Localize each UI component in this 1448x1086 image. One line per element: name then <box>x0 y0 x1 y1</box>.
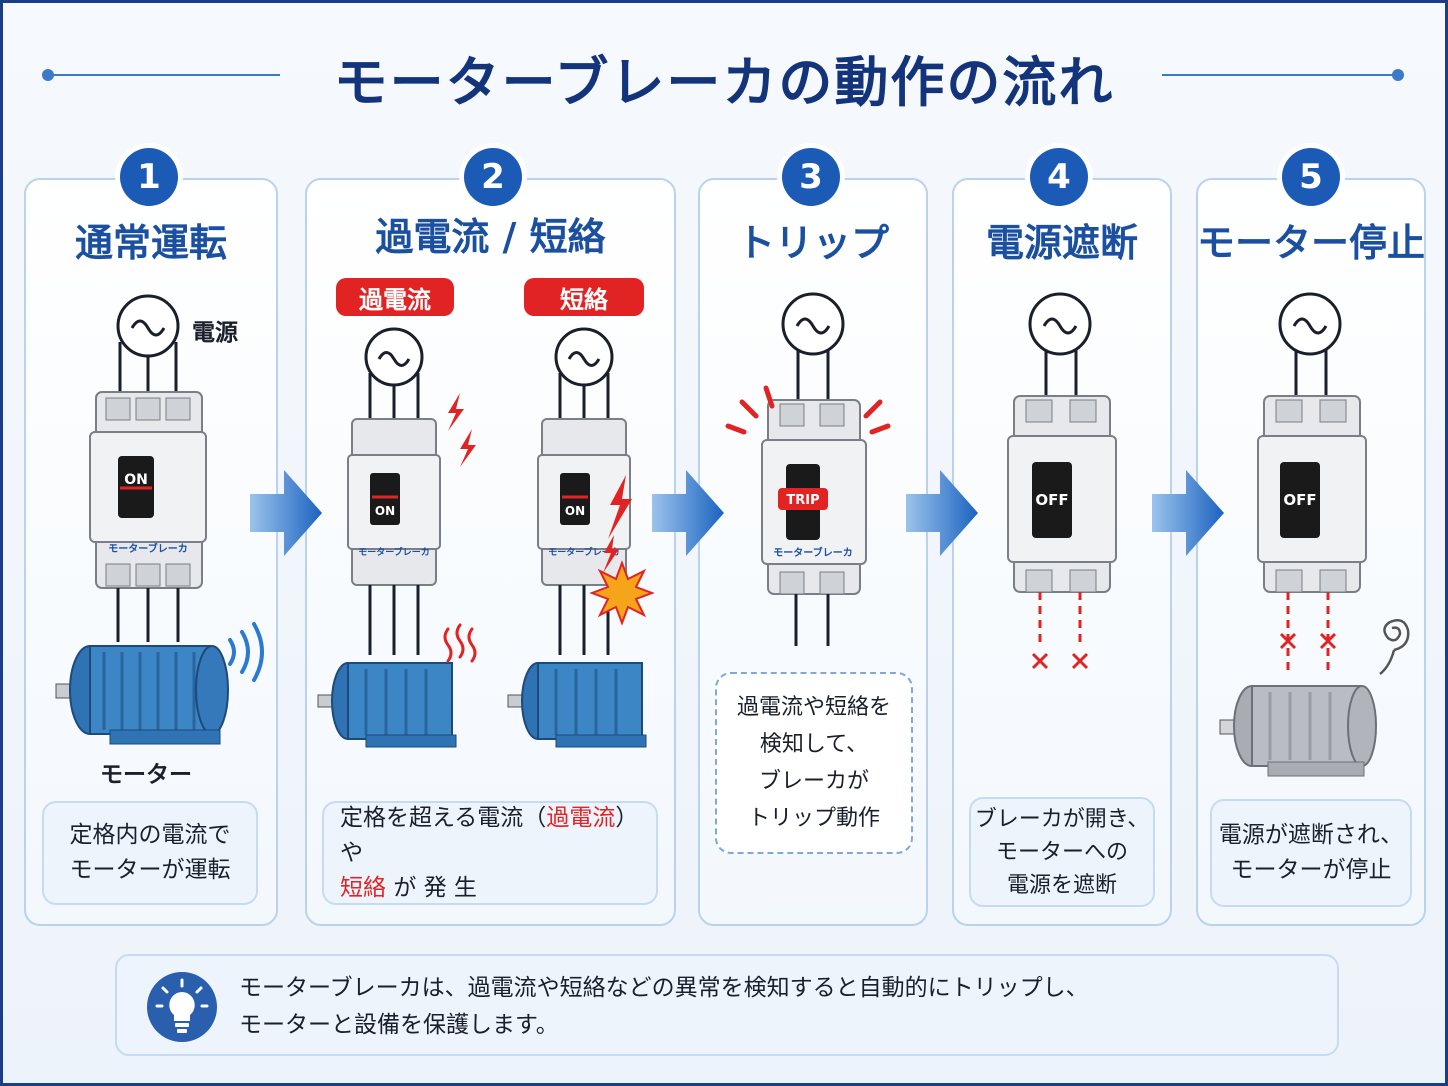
step-3-number: 3 <box>782 148 840 206</box>
svg-text:モーターブレーカ: モーターブレーカ <box>108 542 187 555</box>
motor <box>1219 685 1377 777</box>
step-1-title: 通常運転 <box>74 221 227 265</box>
lightning-icon <box>603 475 632 573</box>
step-4-illustration: OFF <box>1007 292 1117 670</box>
step-5-illustration: OFF <box>1219 292 1410 777</box>
callout-line: ブレーカが <box>758 769 869 794</box>
step-1-caption: 定格内の電流で モーターが運転 <box>42 801 258 905</box>
x-mark-icon <box>1031 652 1089 670</box>
caption-line: モーターが停止 <box>1230 857 1392 883</box>
breaker: ON モーターブレーカ <box>89 391 207 589</box>
flow-arrow-icon <box>906 470 978 556</box>
footer-note: モーターブレーカは、過電流や短絡などの異常を検知すると自動的にトリップし、 モー… <box>115 954 1339 1056</box>
alert-burst-icon <box>725 385 891 435</box>
svg-text:ON: ON <box>375 504 395 518</box>
step-4-title: 電源遮断 <box>985 221 1138 265</box>
svg-text:モーターブレーカ: モーターブレーカ <box>358 546 429 558</box>
lightbulb-icon <box>147 972 217 1042</box>
step-3-illustration: TRIP モーターブレーカ <box>725 292 891 646</box>
caption-line: ブレーカが開き、 <box>974 806 1150 832</box>
svg-text:モーターブレーカ: モーターブレーカ <box>548 546 619 558</box>
step-3-callout: 過電流や短絡を 検知して、 ブレーカが トリップ動作 <box>715 672 913 854</box>
svg-text:モーターブレーカ: モーターブレーカ <box>773 546 852 559</box>
step-3-title: トリップ <box>736 221 889 265</box>
step-1-number: 1 <box>120 148 178 206</box>
footer-text: モーターブレーカは、過電流や短絡などの異常を検知すると自動的にトリップし、 モー… <box>239 970 1089 1044</box>
callout-line: 検知して、 <box>759 732 869 757</box>
svg-text:ON: ON <box>565 504 585 518</box>
footer-line: モーターと設備を保護します。 <box>239 1012 559 1038</box>
step-4-caption: ブレーカが開き、 モーターへの 電源を遮断 <box>969 797 1155 907</box>
svg-text:ON: ON <box>124 472 148 488</box>
step-1-illustration: ON モーターブレーカ <box>55 294 264 745</box>
caption-line: 定格を超える電流（過電流）や <box>340 804 639 866</box>
title-decor-left <box>42 69 280 81</box>
flow-arrow-icon <box>250 470 322 556</box>
short-circuit-badge: 短絡 <box>524 278 644 316</box>
callout-line: トリップ動作 <box>747 806 880 831</box>
motor <box>507 662 647 748</box>
heat-wave-icon <box>443 623 477 663</box>
caption-line: 電源を遮断 <box>1006 872 1117 898</box>
power-label: 電源 <box>192 320 238 346</box>
step-4-number: 4 <box>1030 148 1088 206</box>
caption-line: 短絡 が 発 生 <box>340 874 477 901</box>
caption-line: モーターへの <box>995 839 1128 865</box>
spiral-stop-icon <box>1379 619 1410 675</box>
footer-line: モーターブレーカは、過電流や短絡などの異常を検知すると自動的にトリップし、 <box>239 975 1089 1001</box>
flow-arrow-icon <box>652 470 724 556</box>
step-2-caption: 定格を超える電流（過電流）や 短絡 が 発 生 <box>322 801 658 905</box>
step-2-illustration: ON モーターブレーカ ON モーターブレーカ <box>317 327 655 748</box>
ac-source-icon <box>116 294 180 358</box>
motor <box>317 662 457 748</box>
step-5-number: 5 <box>1282 148 1340 206</box>
caption-line: 定格内の電流で <box>69 822 231 848</box>
title-row: モーターブレーカの動作の流れ <box>0 38 1448 114</box>
trip-label: TRIP <box>786 493 819 508</box>
off-label: OFF <box>1035 491 1068 509</box>
step-5-title: モーター停止 <box>1196 221 1425 265</box>
spark-burst-icon <box>589 560 655 626</box>
vibration-icon <box>228 622 264 682</box>
page-title: モーターブレーカの動作の流れ <box>333 51 1115 114</box>
callout-line: 過電流や短絡を <box>736 695 891 720</box>
step-2-number: 2 <box>464 148 522 206</box>
x-mark-icon <box>1279 632 1337 650</box>
overcurrent-badge: 過電流 <box>336 278 454 316</box>
step-2-title: 過電流 / 短絡 <box>375 215 606 259</box>
motor <box>55 645 229 745</box>
lightning-icon <box>448 393 476 467</box>
caption-line: 電源が遮断され、 <box>1218 822 1404 848</box>
motor-label: モーター <box>100 762 192 788</box>
step-5-caption: 電源が遮断され、 モーターが停止 <box>1210 799 1412 907</box>
off-label: OFF <box>1283 491 1316 509</box>
flow-arrow-icon <box>1152 470 1224 556</box>
caption-line: モーターが運転 <box>69 857 231 883</box>
title-decor-right <box>1162 69 1404 81</box>
